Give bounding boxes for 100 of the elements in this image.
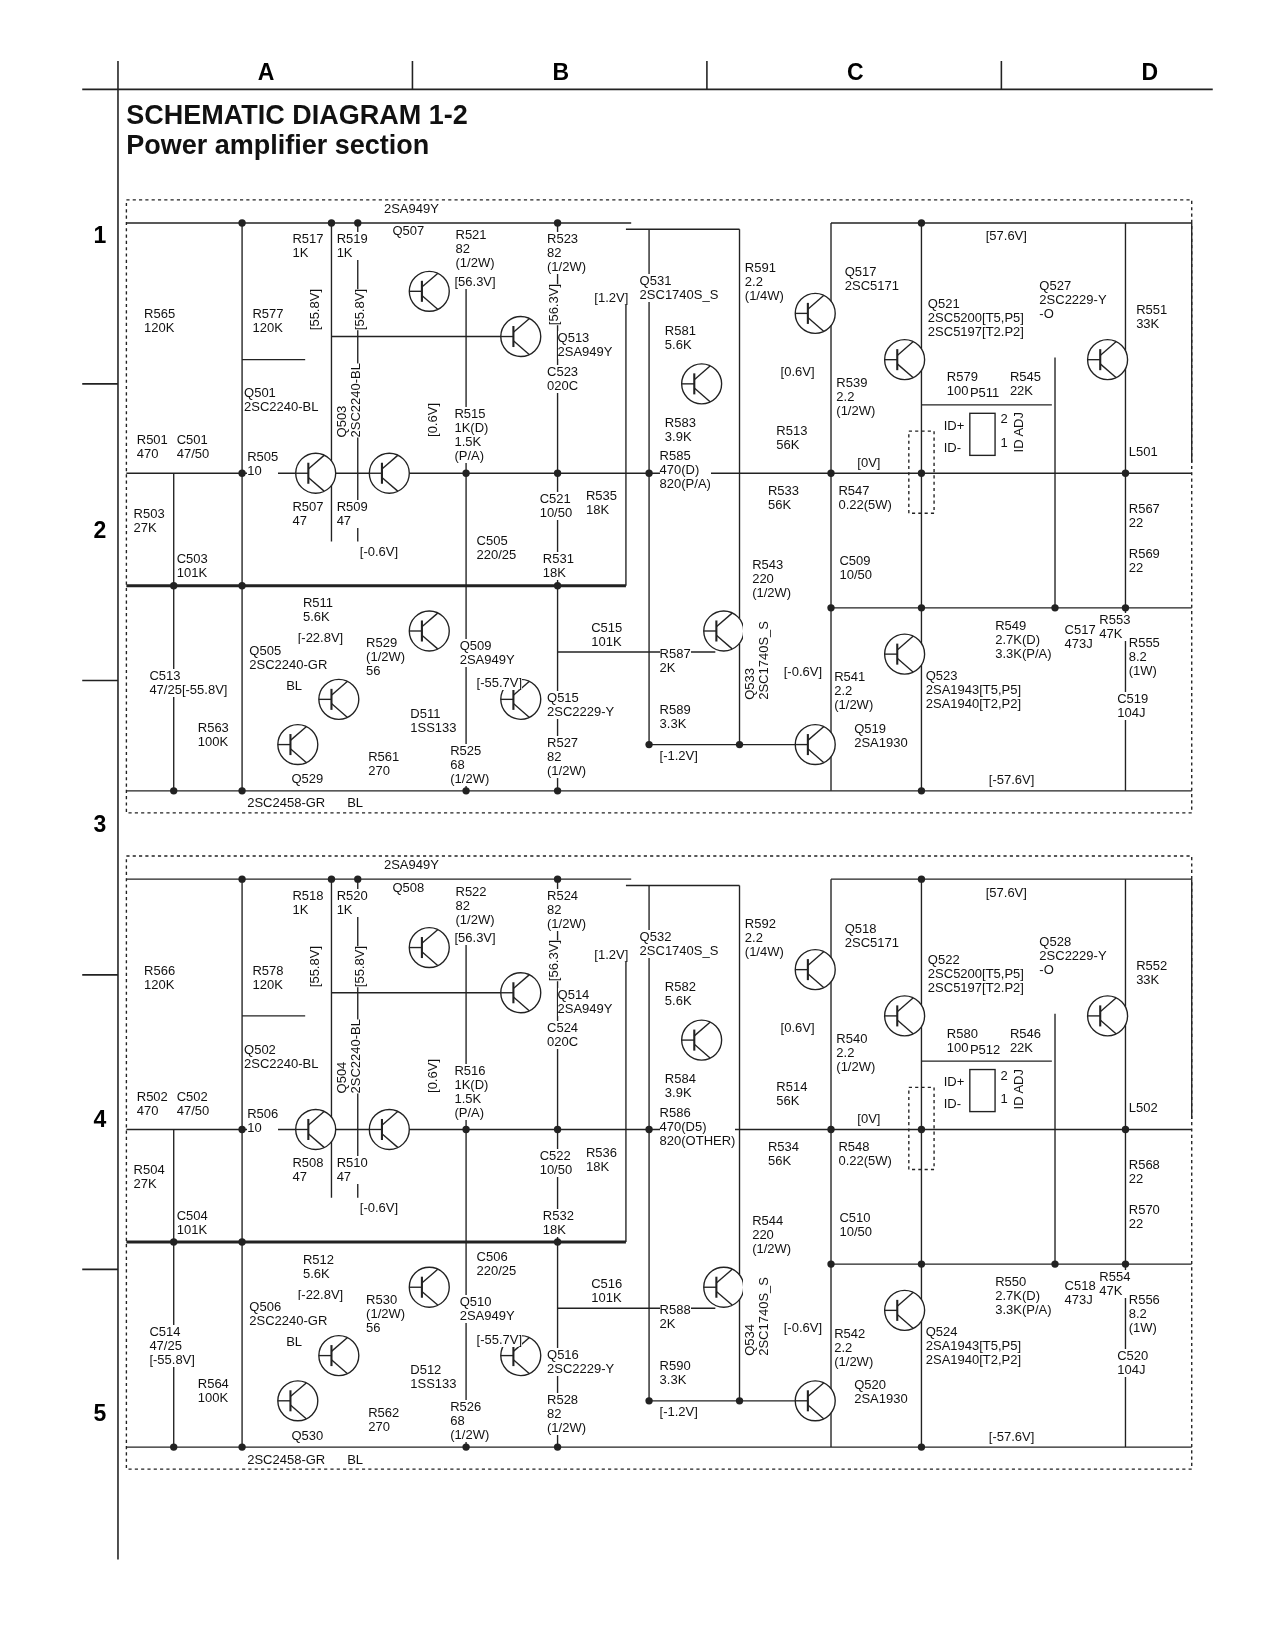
component-label: R530 (1/2W) 56 xyxy=(366,1292,406,1335)
component-label: C521 10/50 xyxy=(539,492,573,521)
component-label: 1 xyxy=(1000,435,1008,450)
component-label: R527 82 (1/2W) xyxy=(547,736,586,779)
component-label: R531 18K xyxy=(542,552,574,581)
component-label: R585 470(D) 820(P/A) xyxy=(659,449,711,492)
component-label: R536 18K xyxy=(585,1145,617,1174)
component-label: C504 101K xyxy=(176,1208,208,1237)
component-label: [0.6V] xyxy=(426,402,441,437)
component-label: C524 020C xyxy=(547,1021,579,1050)
component-label: ID ADJ xyxy=(1012,1068,1026,1110)
component-label: Q531 2SC1740S_S xyxy=(639,273,719,302)
component-label: R549 2.7K(D) 3.3K(P/A) xyxy=(995,618,1052,661)
component-label: R547 0.22(5W) xyxy=(838,483,892,512)
component-label: R507 47 xyxy=(292,499,324,528)
component-label: Q522 2SC5200[T5,P5] 2SC5197[T2.P2] xyxy=(927,953,1024,996)
component-label: Q515 2SC2229-Y xyxy=(547,691,615,720)
component-label: R569 22 xyxy=(1128,547,1160,575)
component-label: 2SA949Y xyxy=(383,201,439,216)
component-label: R523 82 (1/2W) xyxy=(547,232,586,275)
component-label: R506 10 xyxy=(247,1106,279,1135)
component-label: [56.3V] xyxy=(454,931,496,945)
component-label: R589 3.3K xyxy=(659,702,691,731)
component-label: R513 56K xyxy=(776,423,808,452)
component-label: R518 1K xyxy=(292,888,324,917)
component-label: [55.8V] xyxy=(353,289,368,331)
component-label: R522 82 (1/2W) xyxy=(455,884,495,927)
component-label: Q529 xyxy=(291,772,324,787)
component-label: C520 104J xyxy=(1117,1348,1149,1377)
component-label: Q516 2SC2229-Y xyxy=(547,1347,615,1376)
component-label: Q507 xyxy=(392,224,425,239)
component-label: R521 82 (1/2W) xyxy=(455,228,495,271)
grid-reference: 2 xyxy=(93,517,107,542)
component-label: C513 47/25[-55.8V] xyxy=(149,669,228,698)
component-label: Q523 2SA1943[T5,P5] 2SA1940[T2,P2] xyxy=(925,669,1022,712)
grid-reference: 4 xyxy=(93,1106,107,1131)
component-label: C515 101K xyxy=(591,620,623,649)
component-label: Q505 2SC2240-GR xyxy=(249,643,328,672)
component-label: [0.6V] xyxy=(426,1059,441,1094)
component-label: Q513 2SA949Y xyxy=(557,331,613,360)
title: SCHEMATIC DIAGRAM 1-2 Power amplifier section xyxy=(126,99,469,160)
component-label: R526 68 (1/2W) xyxy=(450,1400,490,1443)
component-label: R510 47 xyxy=(336,1156,368,1185)
component-label: R578 120K xyxy=(252,963,284,992)
component-label: C502 47/50 xyxy=(176,1089,210,1118)
component-label: R520 1K xyxy=(336,888,368,917)
component-label: [55.8V] xyxy=(308,945,323,987)
component-label: R539 2.2 (1/2W) xyxy=(836,375,876,418)
component-label: Q527 2SC2229-Y -O xyxy=(1039,278,1107,321)
component-label: R586 470(D5) 820(OTHER) xyxy=(659,1105,736,1148)
component-label: R554 47K xyxy=(1099,1269,1131,1298)
component-label: [-0.6V] xyxy=(783,1321,822,1336)
component-label: [-55.7V] xyxy=(476,676,523,691)
component-label: R563 100K xyxy=(197,720,229,749)
component-label: R540 2.2 (1/2W) xyxy=(836,1032,876,1074)
component-label: [0V] xyxy=(857,1111,881,1126)
component-label: [-0.6V] xyxy=(359,1201,399,1216)
component-label: C523 020C xyxy=(547,365,579,394)
component-label: R512 5.6K xyxy=(302,1252,335,1281)
component-label: R516 1K(D) 1.5K (P/A) xyxy=(454,1063,489,1120)
component-label: R551 33K xyxy=(1136,302,1168,331)
component-label: [57.6V] xyxy=(985,229,1027,244)
component-label: [-1.2V] xyxy=(659,1405,698,1420)
component-label: R591 2.2 (1/4W) xyxy=(744,260,784,303)
component-label: Q508 xyxy=(392,880,425,895)
grid-reference: A xyxy=(257,59,275,84)
component-label: Q524 2SA1943[T5,P5] 2SA1940[T2,P2] xyxy=(925,1325,1022,1368)
component-label: Q510 2SA949Y xyxy=(459,1295,515,1323)
component-label: [-55.7V] xyxy=(476,1332,523,1347)
component-label: [56.3V] xyxy=(454,274,496,289)
component-label: R546 22K xyxy=(1009,1026,1041,1055)
component-label: C522 10/50 xyxy=(539,1148,573,1177)
grid-reference: D xyxy=(1141,59,1159,84)
component-label: Q502 2SC2240-BL xyxy=(244,1042,319,1071)
component-label: R543 220 (1/2W) xyxy=(752,557,792,600)
component-label: [0.6V] xyxy=(780,1021,815,1036)
component-label: L501 xyxy=(1128,445,1158,459)
component-label: P512 xyxy=(969,1042,1001,1057)
component-label: C514 47/25 [-55.8V] xyxy=(149,1325,195,1368)
grid-reference: C xyxy=(846,59,864,84)
grid-reference: 1 xyxy=(93,223,107,247)
component-label: R528 82 (1/2W) xyxy=(547,1392,586,1435)
component-label: C519 104J xyxy=(1117,692,1149,721)
component-label: Q503 2SC2240-BL xyxy=(334,362,363,438)
component-label: R519 1K xyxy=(336,232,368,261)
component-label: R524 82 (1/2W) xyxy=(547,888,586,931)
component-label: ID- xyxy=(943,440,961,455)
grid-reference: B xyxy=(552,59,569,84)
component-label: R584 3.9K xyxy=(664,1071,696,1100)
component-label: 2 xyxy=(1000,1068,1008,1083)
component-label: Q532 2SC1740S_S xyxy=(639,929,719,958)
component-label: BL xyxy=(286,678,303,693)
component-label: Q530 xyxy=(291,1428,324,1443)
grid-reference: 5 xyxy=(93,1401,107,1426)
component-label: Q514 2SA949Y xyxy=(557,987,613,1016)
component-label: [0V] xyxy=(857,455,881,470)
component-label: R583 3.9K xyxy=(664,415,696,444)
component-label: Q518 2SC5171 xyxy=(844,921,899,950)
component-label: R542 2.2 (1/2W) xyxy=(834,1326,874,1369)
component-label: R525 68 (1/2W) xyxy=(450,743,490,786)
